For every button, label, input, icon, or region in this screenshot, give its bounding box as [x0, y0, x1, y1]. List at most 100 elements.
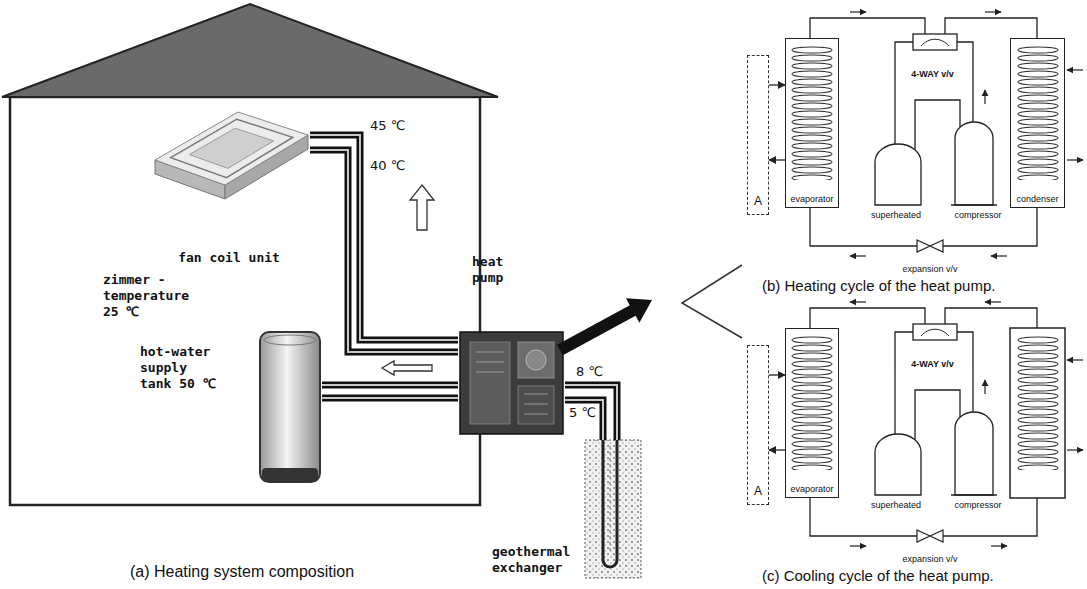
temperature-label: 45 ℃ — [368, 118, 407, 134]
cassette-face — [155, 112, 308, 185]
hot-water-tank: hot-water supply tank 50 ℃ — [136, 328, 322, 488]
compressor: compressor — [947, 400, 1009, 512]
pipe-core — [565, 400, 603, 440]
four-way-valve: 4-WAY v/v — [885, 318, 980, 372]
component-label: superheated — [871, 210, 921, 221]
refrigerant-line — [769, 450, 785, 451]
line-path — [769, 374, 785, 375]
borehole-ground — [585, 440, 641, 578]
heat-pump: heat pump — [458, 250, 565, 435]
unit-label: geothermal exchanger — [492, 544, 584, 576]
detail-fork — [682, 265, 742, 338]
label-holder: 8 ℃ — [574, 364, 605, 380]
pipe-wall — [565, 385, 617, 440]
pipe-wall — [310, 135, 458, 340]
expansion-valve: expansion v/v — [885, 236, 975, 276]
pipe-core — [310, 135, 458, 340]
evaporator-coil: evaporator — [785, 328, 839, 498]
right-coil-pipe — [945, 308, 1037, 536]
heat-pump-panel — [518, 342, 554, 378]
label-holder: zimmer -temperature 25 ℃ — [103, 272, 203, 320]
heat-source-box: A — [747, 345, 769, 505]
heat-source-box: A — [747, 55, 769, 215]
cassette-grille — [189, 128, 273, 168]
fan-coil-unit: fan coil unit — [148, 98, 310, 270]
pipe-wall — [565, 400, 603, 440]
figure-caption: (b) Heating cycle of the heat pump. — [762, 277, 995, 295]
flow-direction — [991, 545, 1007, 546]
component-label: expansion v/v — [902, 554, 957, 565]
unit-label: fan coil unit — [178, 250, 280, 266]
label-holder: 40 ℃ — [368, 158, 407, 174]
pipe-wall — [322, 395, 458, 402]
label-holder: 45 ℃ — [368, 118, 407, 134]
water-pipe — [565, 385, 617, 440]
line-path — [972, 82, 973, 110]
flow-direction — [984, 380, 985, 394]
label-holder: (b) Heating cycle of the heat pump. — [762, 277, 995, 295]
water-pipe — [322, 398, 458, 399]
temperature-label: 5 ℃ — [567, 405, 598, 421]
house-wall — [10, 97, 480, 505]
compressor: compressor — [947, 110, 1009, 222]
refrigerant-line — [769, 160, 785, 161]
room-temperature-note: zimmer -temperature 25 ℃ — [103, 272, 203, 320]
geothermal-exchanger: geothermal exchanger — [490, 440, 642, 580]
pipe-core — [322, 397, 458, 399]
unit-label: heat pump — [472, 254, 520, 286]
heat-pump-detail — [526, 350, 546, 370]
house-roof — [2, 4, 498, 97]
heat-pump-panel — [518, 386, 554, 424]
line-path — [945, 18, 1037, 38]
tank-base — [262, 468, 318, 482]
box-letter: A — [754, 194, 762, 208]
pipe-wall — [310, 150, 458, 352]
flow-direction — [985, 301, 1001, 302]
tank-top — [264, 335, 316, 345]
component-label: 4-WAY v/v — [911, 69, 954, 80]
line-path — [810, 308, 925, 328]
pipe-core — [310, 150, 458, 352]
figure-caption: (c) Cooling cycle of the heat pump. — [762, 567, 994, 585]
condenser-coil: condenser — [1010, 38, 1065, 208]
flow-arrow — [382, 361, 432, 375]
temperature-label: 40 ℃ — [368, 158, 407, 174]
water-pipe — [310, 150, 458, 352]
line-path — [972, 372, 973, 400]
grout-line — [610, 446, 611, 552]
refrigerant-line — [915, 100, 960, 138]
right-coil-box — [1010, 328, 1065, 498]
cassette-slots — [171, 119, 293, 177]
tank-label: hot-water supply tank 50 ℃ — [140, 344, 224, 392]
line-path — [894, 82, 895, 138]
water-pipe — [310, 135, 458, 340]
line-path — [915, 390, 960, 428]
flow-direction — [991, 255, 1007, 256]
figure-caption: (a) Heating system composition — [130, 562, 354, 581]
flow-direction — [850, 255, 866, 256]
cooling-extra-art — [850, 302, 1065, 546]
refrigerant-line — [769, 375, 785, 376]
evaporator-coil: evaporator — [785, 38, 839, 208]
line-path — [769, 449, 785, 450]
pipe-wall — [322, 382, 458, 389]
temperature-label: 8 ℃ — [574, 364, 605, 380]
flow-direction — [850, 301, 866, 302]
refrigerant-line — [895, 372, 896, 428]
label-holder: 5 ℃ — [567, 405, 598, 421]
refrigerant-line — [915, 390, 960, 428]
line-path — [810, 18, 925, 38]
refrigerant-line — [769, 85, 785, 86]
flow-arrow — [410, 185, 434, 230]
water-pipe — [322, 385, 458, 386]
component-label: evaporator — [790, 194, 833, 205]
flow-direction — [985, 11, 1001, 12]
heat-pump-panel — [470, 342, 510, 424]
pipe-core — [565, 385, 617, 440]
tank-body — [260, 332, 320, 482]
box-letter: A — [754, 484, 762, 498]
refrigerant-line — [895, 82, 896, 138]
component-label: compressor — [954, 210, 1001, 221]
u-tube — [603, 440, 617, 567]
